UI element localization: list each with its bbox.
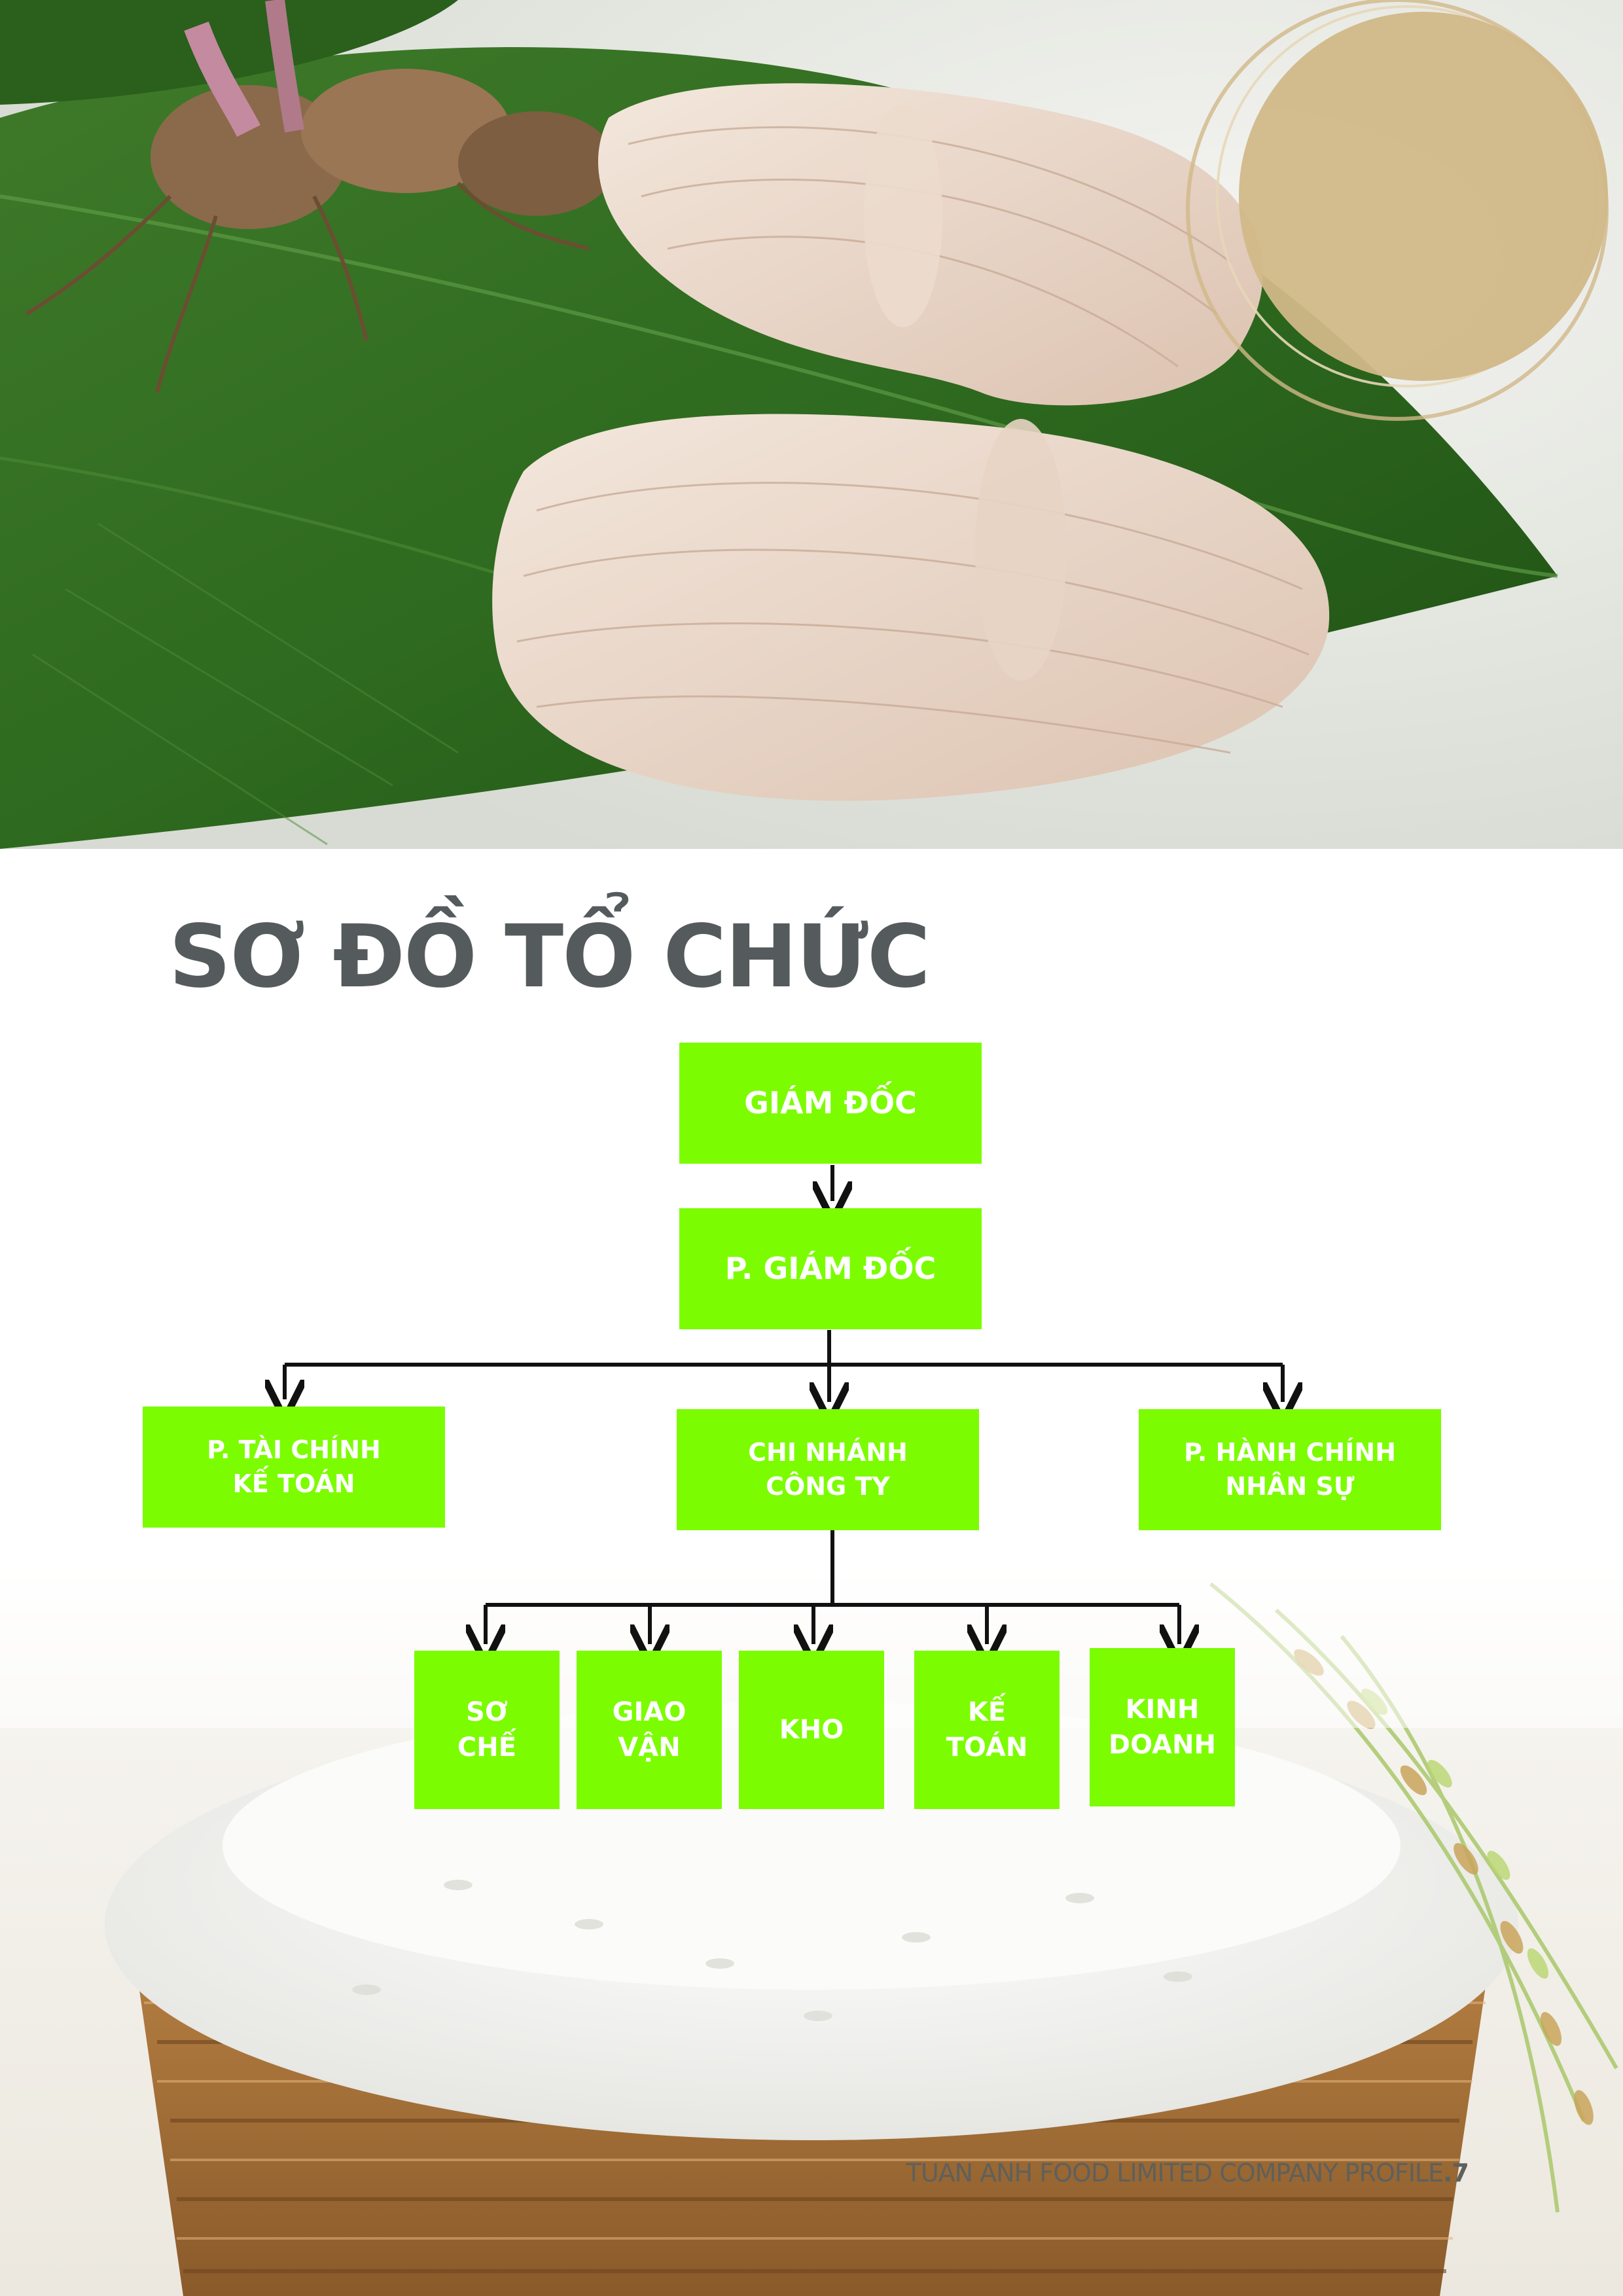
noodles-illustration	[0, 0, 1623, 849]
node-director: GIÁM ĐỐC	[679, 1043, 982, 1164]
node-sales: KINH DOANH	[1090, 1648, 1235, 1806]
node-finance-accounting: P. TÀI CHÍNH KẾ TOÁN	[143, 1407, 445, 1528]
node-hr-admin: P. HÀNH CHÍNH NHÂN SỰ	[1139, 1409, 1441, 1530]
node-company-branch: CHI NHÁNH CÔNG TY	[677, 1409, 979, 1530]
node-warehouse: KHO	[739, 1651, 884, 1809]
footer-page-number: .7	[1443, 2159, 1469, 2187]
page-title: SƠ ĐỒ TỔ CHỨC	[169, 906, 931, 1007]
footer-company-profile: TUAN ANH FOOD LIMITED COMPANY PROFILE	[906, 2159, 1444, 2187]
hero-photo-noodles	[0, 0, 1623, 849]
decorative-circle	[1186, 0, 1609, 421]
root-illustration	[25, 0, 615, 393]
node-logistics: GIAO VẬN	[577, 1651, 722, 1809]
node-processing: SƠ CHẾ	[414, 1651, 560, 1809]
footer: TUAN ANH FOOD LIMITED COMPANY PROFILE.7	[906, 2159, 1469, 2187]
noodle-bundle	[492, 83, 1330, 801]
node-accounting: KẾ TOÁN	[914, 1651, 1060, 1809]
node-deputy-director: P. GIÁM ĐỐC	[679, 1208, 982, 1329]
